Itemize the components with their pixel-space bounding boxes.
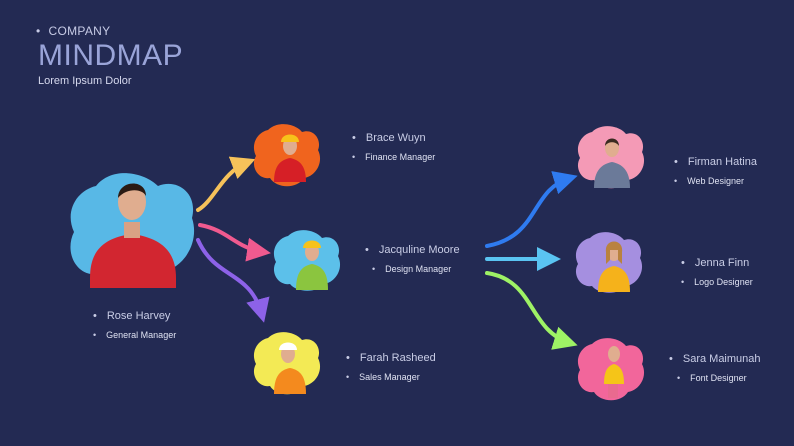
firman-avatar (577, 126, 645, 189)
page-subtitle: Lorem Ipsum Dolor (38, 75, 132, 87)
sara-avatar (577, 338, 645, 401)
farah-avatar (253, 332, 321, 395)
page-title: MINDMAP (38, 39, 184, 72)
avatar-blob (577, 126, 645, 189)
person-head (118, 184, 146, 220)
label-jenna: Jenna Finn Logo Designer (681, 257, 753, 287)
arrow-root-to-brace (196, 156, 256, 212)
person-name: Firman Hatina (674, 156, 757, 168)
person-role: Finance Manager (352, 152, 435, 162)
label-sara: Sara Maimunah Font Designer (669, 353, 761, 383)
title-block: COMPANY MINDMAP Lorem Ipsum Dolor (38, 24, 183, 87)
person-role: Logo Designer (681, 277, 753, 287)
person-body (274, 158, 306, 182)
person-role: Sales Manager (346, 372, 436, 382)
label-firman: Firman Hatina Web Designer (674, 156, 757, 186)
person-head (608, 346, 620, 362)
person-legs (608, 384, 618, 398)
person-role: Design Manager (372, 264, 460, 274)
label-root: Rose Harvey General Manager (93, 310, 176, 340)
person-body (598, 266, 630, 292)
jenna-avatar (575, 232, 643, 293)
person-name: Farah Rasheed (346, 352, 436, 364)
person-name: Jenna Finn (681, 257, 753, 269)
person-body (296, 264, 328, 290)
arrow-root-to-farah (196, 238, 270, 323)
person-hair (605, 241, 623, 264)
hard-hat (303, 240, 321, 248)
person-hair (605, 138, 619, 146)
person-body (594, 162, 630, 188)
arrow-jacquline-to-sara (485, 271, 578, 350)
person-name: Jacquline Moore (365, 244, 460, 256)
person-role: Web Designer (674, 176, 757, 186)
brace-avatar (253, 124, 321, 187)
person-name: Brace Wuyn (352, 132, 435, 144)
person-hair (118, 183, 146, 198)
label-brace: Brace Wuyn Finance Manager (352, 132, 435, 162)
label-farah: Farah Rasheed Sales Manager (346, 352, 436, 382)
person-head (605, 139, 619, 157)
hard-hat (279, 342, 297, 350)
person-body (90, 234, 176, 288)
person-name: Rose Harvey (93, 310, 176, 322)
hard-hat (281, 134, 299, 142)
person-neck (124, 222, 140, 238)
person-name: Sara Maimunah (669, 353, 761, 365)
arrow-jacquline-to-firman (485, 171, 578, 248)
person-role: General Manager (93, 330, 176, 340)
person-body (604, 364, 624, 384)
arrow-root-to-jacquline (198, 223, 271, 262)
jacquline-avatar (273, 230, 341, 291)
person-body (274, 368, 306, 394)
label-jacquline: Jacquline Moore Design Manager (365, 244, 460, 274)
root-avatar (70, 173, 195, 288)
company-label: COMPANY (38, 24, 183, 38)
person-role: Font Designer (677, 373, 761, 383)
